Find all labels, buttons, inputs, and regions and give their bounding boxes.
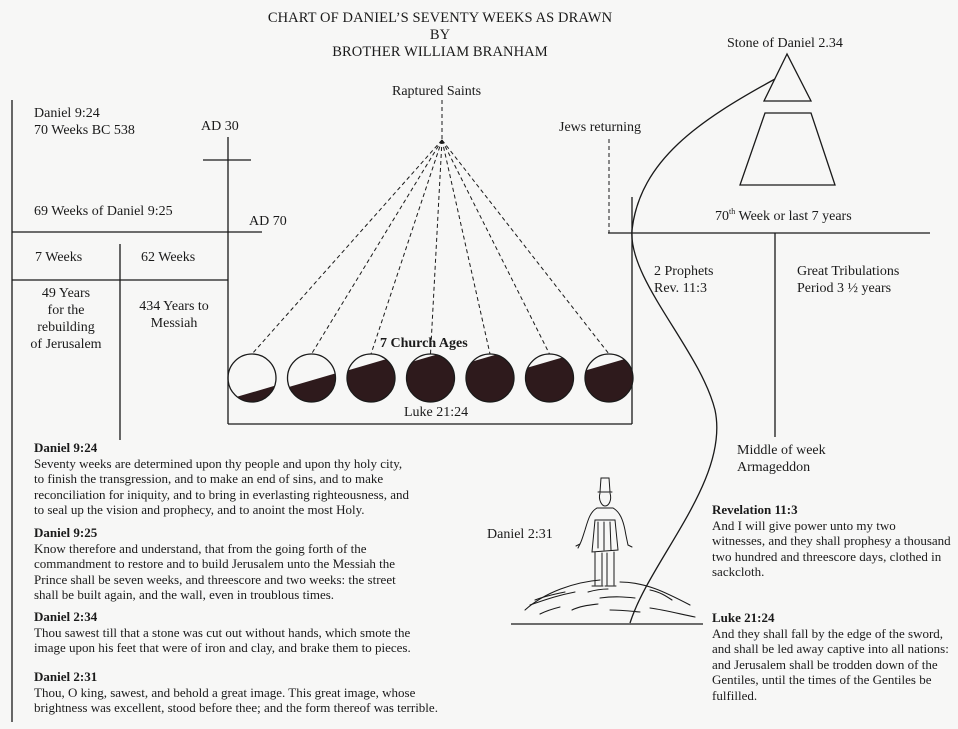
verse-daniel-925: Daniel 9:25 Know therefore and understan… <box>34 525 396 603</box>
label-great-tribulations: Great Tribulations <box>797 264 900 279</box>
label-stone-of-daniel: Stone of Daniel 2.34 <box>727 36 843 51</box>
church-age-circle <box>405 353 456 403</box>
church-age-fill <box>585 356 633 402</box>
label-period: Period 3 ½ years <box>797 281 892 296</box>
verse-text: Seventy weeks are determined upon thy pe… <box>34 455 409 518</box>
church-age-circle <box>584 353 634 403</box>
label-armageddon: Armageddon <box>737 460 811 475</box>
verse-daniel-231: Daniel 2:31 Thou, O king, sawest, and be… <box>34 669 438 716</box>
verse-text: Thou sawest till that a stone was cut ou… <box>34 624 411 656</box>
verse-ref: Luke 21:24 <box>712 610 775 625</box>
label-daniel-231: Daniel 2:31 <box>487 527 553 542</box>
rapture-ray <box>441 139 550 355</box>
church-age-circle <box>524 353 575 403</box>
label-luke-2124: Luke 21:24 <box>404 405 469 420</box>
label-seventieth-week: 70th Week or last 7 years <box>715 203 852 225</box>
church-age-circle <box>346 353 396 403</box>
church-age-circle <box>227 353 277 403</box>
mountain-sketch <box>524 579 696 618</box>
title-line-3: BROTHER WILLIAM BRANHAM <box>332 44 548 60</box>
statue-figure-sketch <box>575 477 633 587</box>
verse-daniel-234: Daniel 2:34 Thou sawest till that a ston… <box>34 609 411 656</box>
label-seven-weeks: 7 Weeks <box>35 250 83 265</box>
church-age-fill <box>525 354 574 402</box>
label-raptured-saints: Raptured Saints <box>392 84 482 99</box>
verse-ref: Daniel 2:31 <box>34 669 98 684</box>
label-ad30: AD 30 <box>201 119 239 134</box>
label-sixty-nine-weeks: 69 Weeks of Daniel 9:25 <box>34 204 173 219</box>
church-age-outline <box>584 353 634 403</box>
verse-ref: Revelation 11:3 <box>712 502 798 517</box>
church-age-circle <box>465 353 515 403</box>
label-two-prophets: 2 Prophets <box>654 264 714 279</box>
label-forty-nine-years: 49 Years for the rebuilding of Jerusalem <box>30 286 102 352</box>
verse-luke-2124: Luke 21:24 And they shall fall by the ed… <box>712 610 949 703</box>
image-trapezoid <box>739 112 836 186</box>
verse-text: And they shall fall by the edge of the s… <box>712 625 949 703</box>
verse-revelation-113: Revelation 11:3 And I will give power un… <box>712 502 951 580</box>
church-age-outline <box>465 353 515 403</box>
seventieth-suffix: th <box>729 207 736 216</box>
church-age-outline <box>346 353 396 403</box>
label-rev-113: Rev. 11:3 <box>654 281 708 296</box>
rapture-ray <box>251 139 443 355</box>
church-age-fill <box>287 373 336 402</box>
church-age-outline <box>405 353 456 403</box>
rapture-ray <box>441 139 491 355</box>
church-age-fill <box>347 356 395 402</box>
verse-ref: Daniel 9:25 <box>34 525 98 540</box>
label-middle-of-week: Middle of week <box>737 443 826 458</box>
church-age-circle <box>286 353 337 403</box>
rapture-ray <box>370 139 443 355</box>
church-age-fill <box>466 354 514 402</box>
church-age-fill <box>406 354 455 402</box>
seventieth-rest: Week or last 7 years <box>735 209 852 224</box>
seventieth-number: 70 <box>715 209 729 224</box>
rapture-ray <box>430 139 443 355</box>
verse-text: Know therefore and understand, that from… <box>34 540 396 603</box>
label-daniel-924: Daniel 9:24 <box>34 106 100 121</box>
verse-ref: Daniel 2:34 <box>34 609 98 624</box>
label-ad70: AD 70 <box>249 214 287 229</box>
label-seventy-weeks: 70 Weeks BC 538 <box>34 123 135 138</box>
title-line-1: CHART OF DANIEL’S SEVENTY WEEKS AS DRAWN <box>267 10 613 26</box>
title-line-2: BY <box>429 27 451 43</box>
rapture-ray <box>311 139 443 355</box>
verse-text: Thou, O king, sawest, and behold a great… <box>34 684 438 716</box>
stone-path-curve <box>629 78 776 624</box>
verse-ref: Daniel 9:24 <box>34 440 98 455</box>
stone-triangle <box>762 52 813 102</box>
church-age-outline <box>227 353 277 403</box>
church-age-outline <box>286 353 337 403</box>
verse-text: And I will give power unto my two witnes… <box>712 517 951 580</box>
verse-daniel-924: Daniel 9:24 Seventy weeks are determined… <box>34 440 409 518</box>
church-age-outline <box>524 353 575 403</box>
label-sixty-two-weeks: 62 Weeks <box>141 250 196 265</box>
label-jews-returning: Jews returning <box>559 120 642 135</box>
label-church-ages: 7 Church Ages <box>380 336 468 351</box>
rapture-ray <box>441 139 610 355</box>
label-434-years: 434 Years to Messiah <box>139 299 209 331</box>
